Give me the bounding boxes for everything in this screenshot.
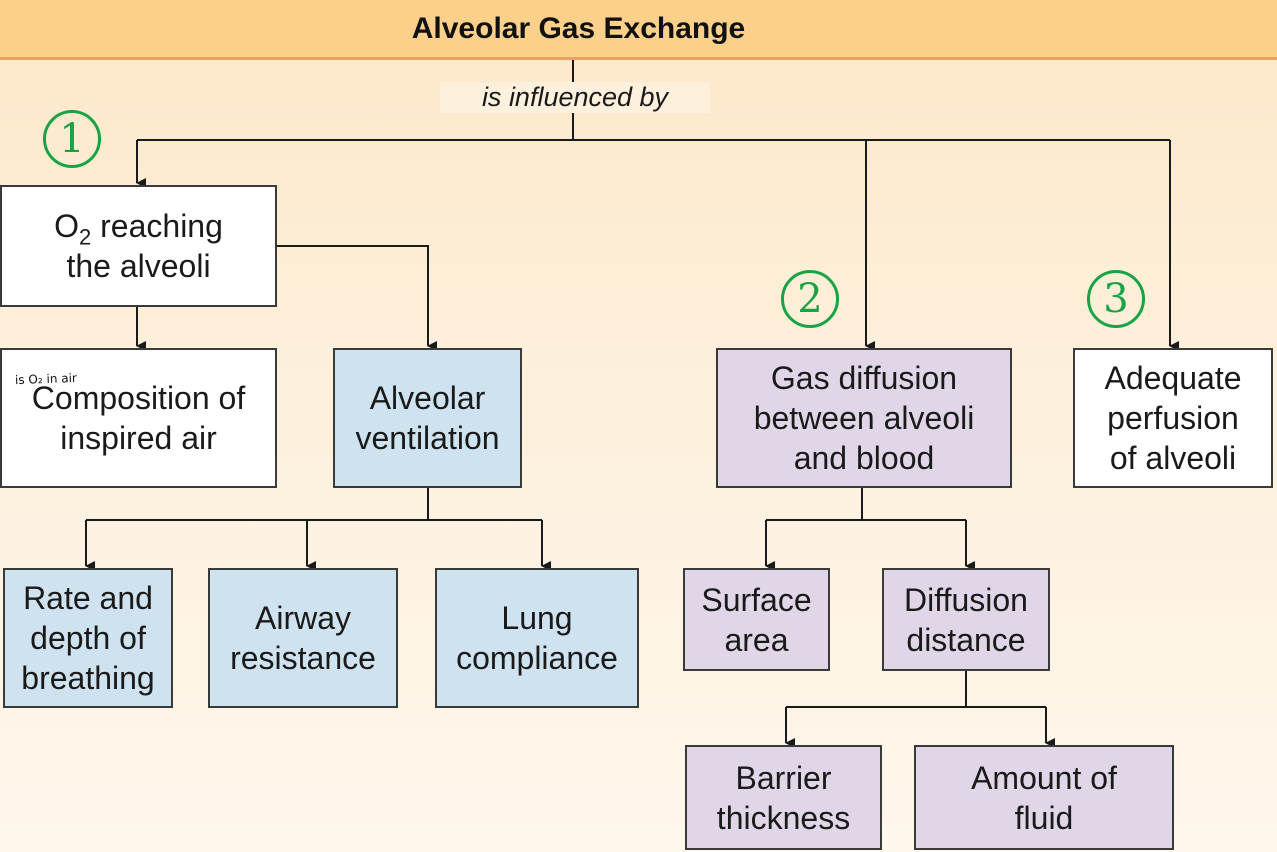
node-gas-diffusion: Gas diffusion between alveoli and blood — [716, 348, 1012, 488]
node-o2-reaching-alveoli: O2 reaching the alveoli — [0, 185, 277, 307]
node-alveolar-ventilation: Alveolar ventilation — [333, 348, 522, 488]
o2-symbol: O — [54, 208, 79, 244]
node-composition-inspired-air: Composition of inspired air — [0, 348, 277, 488]
diagram-title: Alveolar Gas Exchange — [411, 11, 746, 45]
marker-3: 3 — [1087, 270, 1145, 328]
node-amount-of-fluid: Amount of fluid — [914, 745, 1174, 850]
node-barrier-thickness: Barrier thickness — [685, 745, 882, 850]
node-airway-resistance: Airway resistance — [208, 568, 398, 708]
marker-2: 2 — [781, 270, 839, 328]
o2-subscript: 2 — [79, 224, 92, 250]
handwritten-annotation: is O₂ in air — [14, 370, 78, 388]
node-rate-depth-breathing: Rate and depth of breathing — [3, 568, 173, 708]
node-lung-compliance: Lung compliance — [435, 568, 639, 708]
title-bar: Alveolar Gas Exchange — [0, 0, 1277, 60]
node-surface-area: Surface area — [683, 568, 830, 671]
node-diffusion-distance: Diffusion distance — [882, 568, 1050, 671]
marker-1: 1 — [43, 110, 101, 168]
node-adequate-perfusion: Adequate perfusion of alveoli — [1073, 348, 1273, 488]
o2-label-text: reaching the alveoli — [66, 208, 223, 284]
arrow-to-ventilation — [276, 245, 437, 351]
connector-label: is influenced by — [440, 82, 710, 113]
